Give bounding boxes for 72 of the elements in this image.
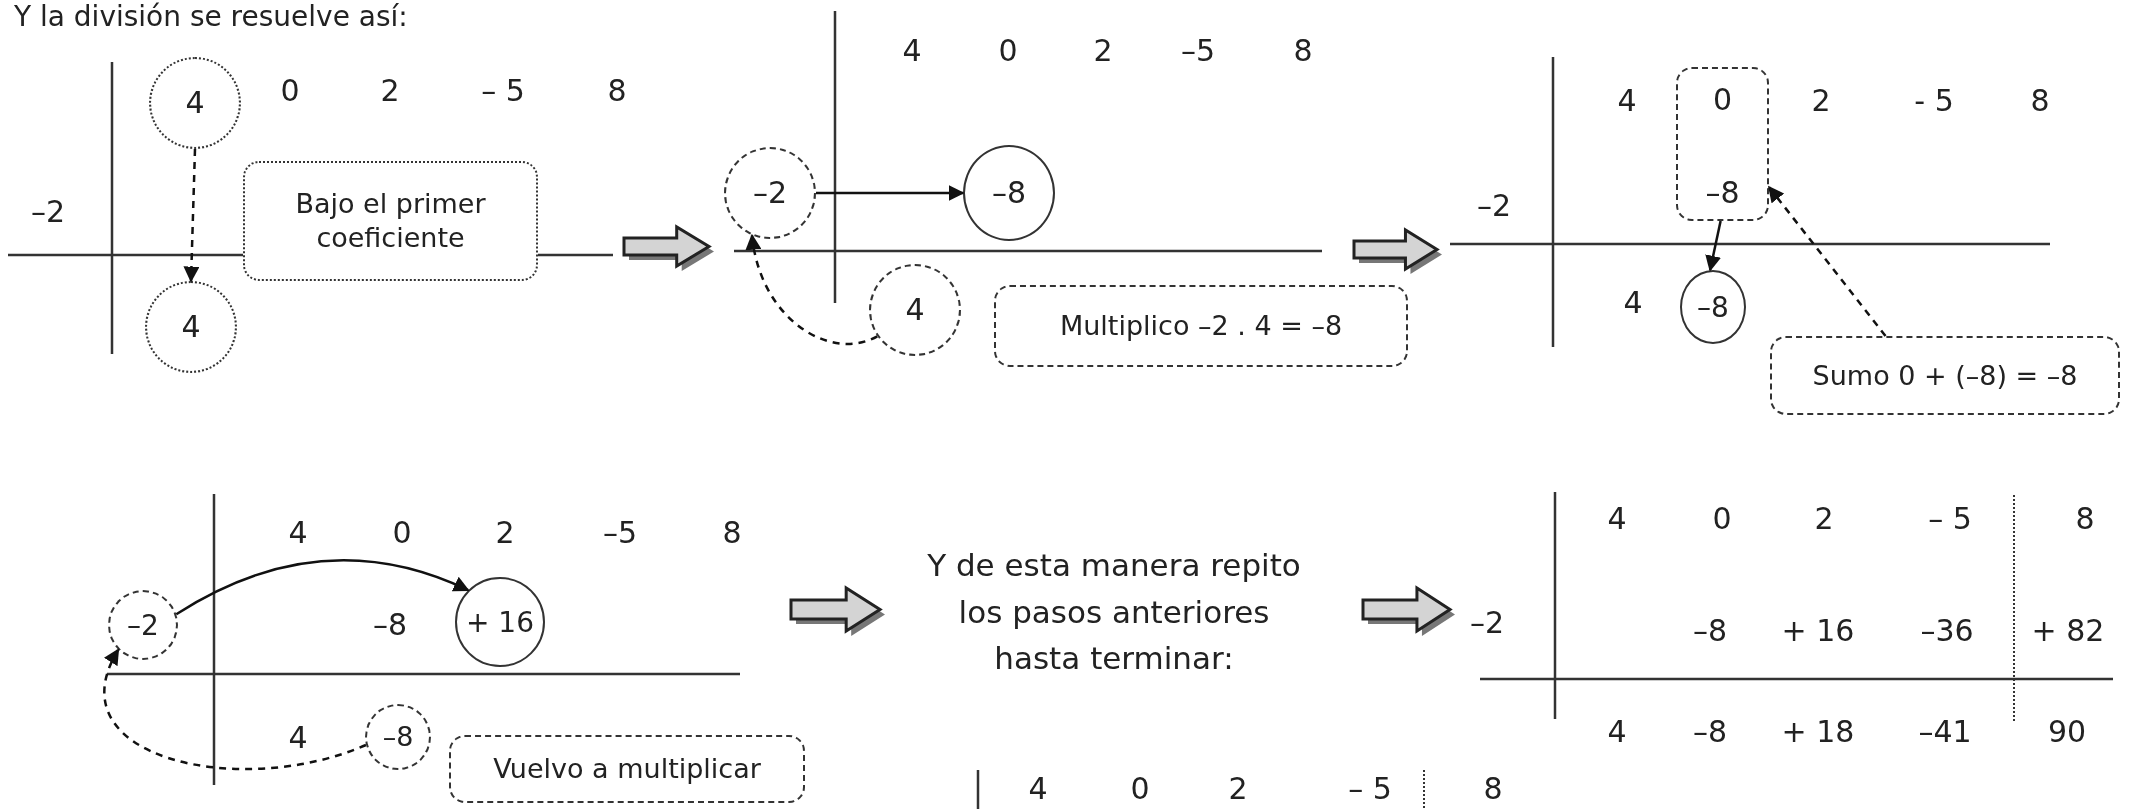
- instruction-text: Y de esta manera repito los pasos anteriores hasta terminar:: [926, 546, 1302, 679]
- number-label: 4: [1623, 283, 1643, 322]
- number-label: 0: [1130, 769, 1150, 808]
- dashed-arrow: [103, 648, 367, 770]
- number-label: 8: [722, 513, 742, 552]
- number-label: –41: [1918, 712, 1972, 751]
- number-label: 8: [1293, 31, 1313, 70]
- number-label: 8: [607, 71, 627, 110]
- number-label: 8: [1483, 769, 1503, 808]
- number-label: –2: [30, 192, 66, 231]
- number-label: –2: [1469, 603, 1505, 642]
- number-label: 0: [392, 513, 412, 552]
- number-label: – 5: [1928, 499, 1972, 538]
- dashed-arrow: [746, 233, 878, 345]
- number-text: –8: [991, 174, 1027, 212]
- number-text: 4: [181, 308, 201, 346]
- number-text: –2: [127, 607, 159, 643]
- number-text: 0: [1712, 81, 1733, 119]
- number-label: 2: [1814, 499, 1834, 538]
- callout-box: [994, 285, 1408, 367]
- number-label: –5: [1180, 31, 1216, 70]
- dashed-arrow: [1768, 185, 1887, 337]
- dashed-arrow: [183, 148, 200, 283]
- number-label: 8: [2075, 499, 2095, 538]
- number-text: –2: [752, 174, 788, 212]
- note-text: Vuelvo a multiplicar: [493, 752, 761, 786]
- number-label: – 5: [481, 71, 525, 110]
- number-text: 4: [185, 84, 205, 122]
- number-text: + 16: [466, 604, 534, 640]
- arrow: [175, 559, 470, 616]
- number-label: + 18: [1781, 712, 1855, 751]
- number-label: 2: [380, 71, 400, 110]
- number-label: 4: [288, 718, 308, 757]
- callout-box: [449, 735, 805, 803]
- number-label: + 82: [2031, 611, 2105, 650]
- number-label: –5: [602, 513, 638, 552]
- number-text: 4: [905, 291, 925, 329]
- number-text: –8: [1697, 289, 1729, 325]
- number-label: + 16: [1781, 611, 1855, 650]
- number-label: 90: [2047, 712, 2087, 751]
- number-label: 4: [1607, 712, 1627, 751]
- number-label: –2: [1476, 186, 1512, 225]
- number-label: 2: [495, 513, 515, 552]
- number-label: – 5: [1348, 769, 1392, 808]
- arrow: [1705, 220, 1722, 272]
- number-label: 2: [1093, 31, 1113, 70]
- number-label: 4: [902, 31, 922, 70]
- number-label: 4: [1617, 81, 1637, 120]
- number-text: –8: [382, 720, 414, 754]
- number-label: 4: [1607, 499, 1627, 538]
- number-label: 2: [1228, 769, 1248, 808]
- number-label: 0: [280, 71, 300, 110]
- number-label: 8: [2030, 81, 2050, 120]
- number-label: –8: [1692, 712, 1728, 751]
- number-label: –8: [1692, 611, 1728, 650]
- number-label: 0: [1712, 499, 1732, 538]
- number-label: - 5: [1914, 81, 1954, 120]
- number-label: –36: [1920, 611, 1974, 650]
- heading-text: Y la división se resuelve así:: [14, 0, 408, 33]
- number-label: –8: [372, 605, 408, 644]
- note-text: Sumo 0 + (–8) = –8: [1812, 358, 2078, 393]
- number-label: 4: [288, 513, 308, 552]
- number-label: 0: [998, 31, 1018, 70]
- number-label: 4: [1028, 769, 1048, 808]
- arrow: [816, 185, 965, 201]
- note-text: Multiplico –2 . 4 = –8: [1059, 309, 1343, 343]
- callout-box: [1770, 336, 2120, 415]
- number-label: 2: [1811, 81, 1831, 120]
- note-text: Bajo el primer coeficiente: [294, 187, 487, 255]
- callout-box: [243, 161, 538, 281]
- number-text: –8: [1705, 173, 1740, 211]
- highlight-frame: [1676, 67, 1769, 221]
